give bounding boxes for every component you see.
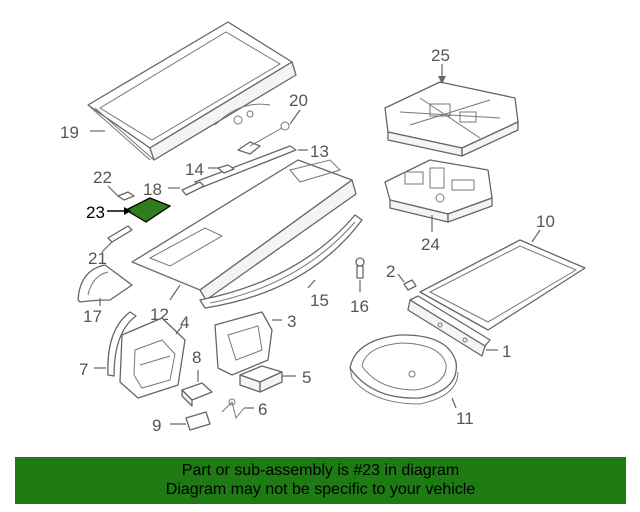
banner-line-1: Part or sub-assembly is #23 in diagram [181, 462, 460, 479]
callout-11: 11 [456, 409, 474, 428]
callout-16: 16 [350, 297, 369, 316]
part-9-cover[interactable] [185, 411, 211, 431]
part-2-clip[interactable] [403, 279, 417, 291]
callout-14: 14 [185, 160, 204, 179]
part-16-push-clip[interactable] [355, 257, 365, 279]
part-11-spare-well[interactable] [349, 334, 459, 405]
part-18-trim[interactable] [181, 181, 205, 196]
part-12-parcel-shelf[interactable] [131, 159, 357, 301]
callout-20: 20 [289, 91, 308, 110]
callout-24: 24 [421, 235, 440, 254]
callout-18: 18 [143, 180, 162, 199]
callout-21: 21 [88, 249, 107, 268]
part-22-clip[interactable] [117, 191, 135, 201]
callout-6: 6 [258, 400, 267, 419]
part-21-trim[interactable] [107, 225, 133, 243]
callout-25: 25 [431, 46, 450, 65]
part-4-side-compartment[interactable] [119, 317, 186, 399]
callout-13: 13 [310, 142, 329, 161]
part-24-tool-tray[interactable] [384, 159, 493, 223]
part-15-trim-strip[interactable] [199, 214, 363, 309]
banner-line-2: Diagram may not be specific to your vehi… [165, 481, 476, 498]
callout-17: 17 [83, 307, 102, 326]
callout-23: 23 [86, 203, 105, 222]
callout-19: 19 [60, 123, 79, 142]
callout-7: 7 [79, 360, 88, 379]
callout-8: 8 [192, 348, 201, 367]
part-20-bracket[interactable] [237, 121, 290, 155]
callout-22: 22 [93, 168, 112, 187]
part-25-floor-board[interactable] [384, 81, 519, 157]
callout-2: 2 [386, 262, 395, 281]
part-23-cover-panel[interactable] [124, 197, 172, 223]
info-banner: Part or sub-assembly is #23 in diagram D… [15, 457, 626, 504]
parts-diagram: 19 20 13 14 18 22 23 21 [60, 21, 586, 435]
callout-1: 1 [502, 342, 511, 361]
part-19-cargo-blind[interactable] [87, 21, 297, 161]
callout-5: 5 [302, 368, 311, 387]
part-17-side-trim[interactable] [77, 264, 133, 303]
part-10-cargo-mat[interactable] [419, 239, 586, 331]
part-1-sill-plate[interactable] [407, 295, 491, 357]
part-14-clip[interactable] [217, 164, 235, 174]
callout-4: 4 [180, 313, 189, 332]
callout-3: 3 [287, 312, 296, 331]
part-6-bracket[interactable] [221, 398, 245, 420]
callout-9: 9 [152, 416, 161, 435]
callout-10: 10 [536, 212, 555, 231]
part-3-side-panel[interactable] [214, 311, 273, 376]
callout-15: 15 [310, 291, 329, 310]
part-8-tray[interactable] [181, 382, 213, 407]
part-7-edge-seal[interactable] [107, 311, 137, 377]
part-5-box[interactable] [239, 365, 283, 393]
